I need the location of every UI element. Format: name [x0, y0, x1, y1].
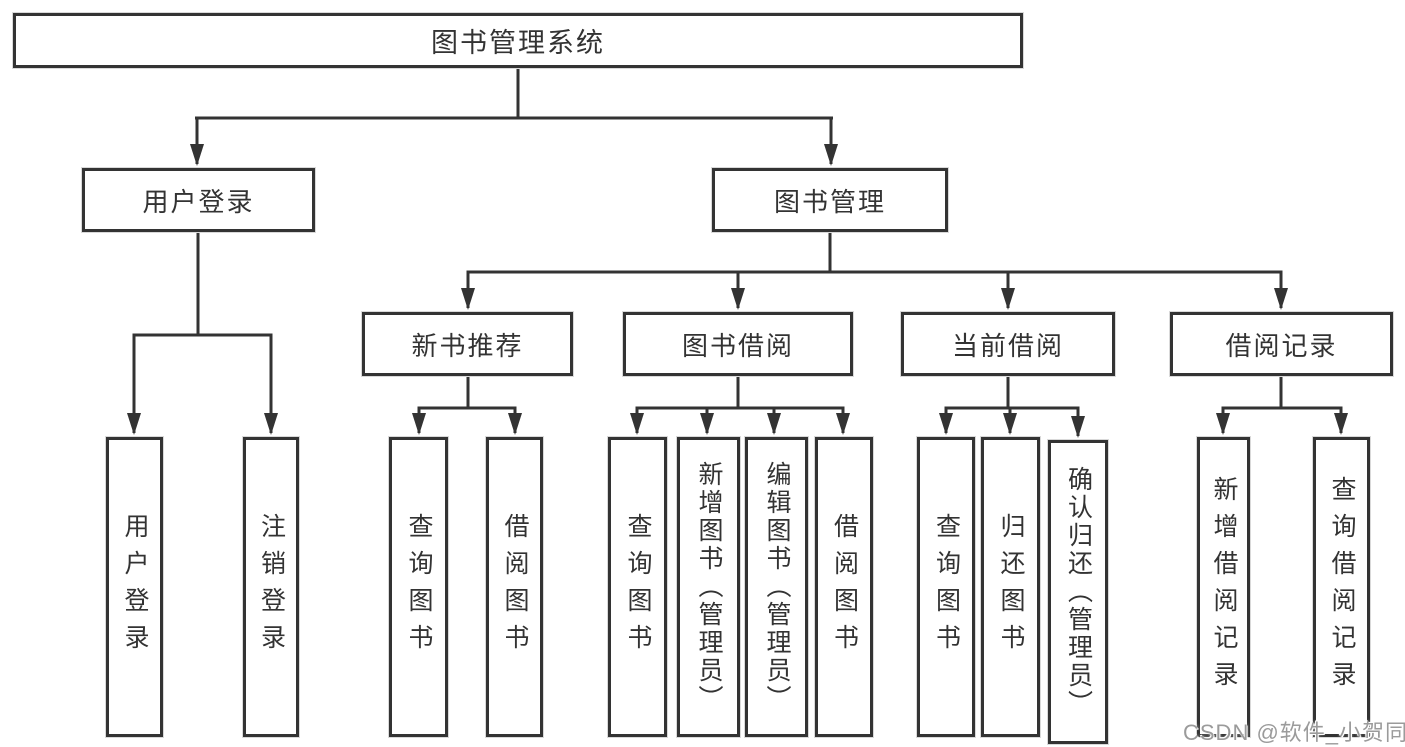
node-label: 编辑图书（管理员） [763, 461, 791, 713]
connector-trunks [132, 67, 1343, 410]
leaf-borrow-books-borrowing: 借阅图书 [815, 437, 873, 737]
leaf-return-book: 归还图书 [981, 437, 1040, 737]
node-label: 新增图书（管理员） [695, 461, 723, 713]
leaf-borrow-books-newbook: 借阅图书 [486, 437, 543, 737]
node-label: 新书推荐 [411, 330, 524, 361]
node-label: 当前借阅 [951, 330, 1064, 361]
node-new-book-recommendation: 新书推荐 [362, 312, 573, 376]
node-label: 查询图书 [405, 513, 433, 661]
leaf-logout: 注销登录 [243, 437, 299, 737]
node-label: 用户登录 [121, 513, 149, 661]
leaf-query-books-newbook: 查询图书 [389, 437, 448, 737]
node-label: 注销登录 [257, 513, 286, 661]
leaf-add-book-admin: 新增图书（管理员） [677, 437, 740, 737]
node-borrowing-records: 借阅记录 [1170, 312, 1393, 376]
node-book-borrowing: 图书借阅 [623, 312, 853, 376]
node-label: 图书管理系统 [431, 28, 605, 58]
node-book-management: 图书管理 [712, 168, 948, 232]
leaf-user-login: 用户登录 [106, 437, 163, 737]
leaf-query-books-borrowing: 查询图书 [608, 437, 667, 737]
leaf-confirm-return-admin: 确认归还（管理员） [1048, 440, 1108, 744]
node-label: 确认归还（管理员） [1064, 466, 1093, 718]
leaf-edit-book-admin: 编辑图书（管理员） [745, 437, 808, 737]
node-label: 查询借阅记录 [1328, 476, 1356, 698]
leaf-query-books-current: 查询图书 [917, 437, 975, 737]
node-label: 归还图书 [997, 513, 1025, 661]
node-label: 借阅图书 [501, 513, 529, 661]
node-label: 借阅记录 [1225, 330, 1338, 361]
csdn-watermark: CSDN @软件_小贺同学 [1183, 720, 1405, 745]
node-library-management-system: 图书管理系统 [13, 13, 1023, 68]
node-current-borrowing: 当前借阅 [901, 312, 1115, 376]
leaf-add-borrowing-record: 新增借阅记录 [1197, 437, 1250, 737]
node-label: 查询图书 [624, 513, 652, 661]
node-label: 新增借阅记录 [1210, 476, 1238, 698]
node-user-login: 用户登录 [82, 168, 315, 232]
node-label: 图书借阅 [681, 330, 794, 361]
leaf-query-borrowing-record: 查询借阅记录 [1313, 437, 1370, 737]
node-label: 用户登录 [142, 186, 255, 217]
node-label: 借阅图书 [830, 513, 859, 661]
node-label: 查询图书 [932, 513, 961, 661]
node-label: 图书管理 [773, 186, 886, 217]
